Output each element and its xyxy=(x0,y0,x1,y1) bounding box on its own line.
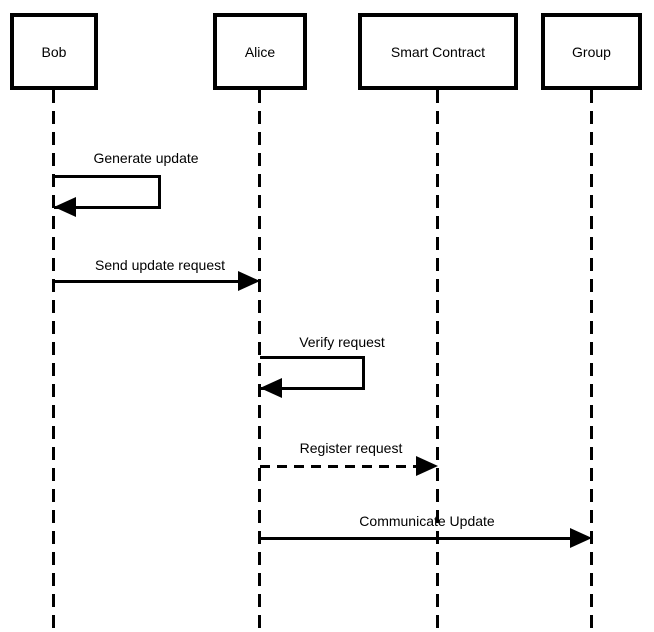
actor-box-group: Group xyxy=(541,13,642,90)
lifeline-bob xyxy=(52,90,55,632)
message-label-register-request: Register request xyxy=(299,440,403,456)
arrowhead-left-icon xyxy=(260,378,282,398)
message-line-alice-to-smart-contract xyxy=(260,465,418,468)
actor-label-group: Group xyxy=(572,43,611,60)
actor-box-smart-contract: Smart Contract xyxy=(358,13,518,90)
message-label-communicate-update: Communicate Update xyxy=(359,513,495,529)
arrowhead-right-icon xyxy=(570,528,592,548)
message-line-bob-to-alice xyxy=(54,280,242,283)
actor-label-smart-contract: Smart Contract xyxy=(390,43,486,60)
message-label-send-update-request: Send update request xyxy=(95,257,225,273)
message-line-alice-to-group xyxy=(260,537,572,540)
actor-box-bob: Bob xyxy=(10,13,98,90)
message-label-generate-update: Generate update xyxy=(93,150,199,166)
arrowhead-right-icon xyxy=(416,456,438,476)
actor-label-alice: Alice xyxy=(244,43,276,60)
actor-label-bob: Bob xyxy=(41,43,67,60)
lifeline-alice xyxy=(258,90,261,632)
actor-box-alice: Alice xyxy=(213,13,307,90)
lifeline-smart-contract xyxy=(436,90,439,632)
arrowhead-right-icon xyxy=(238,271,260,291)
arrowhead-left-icon xyxy=(54,197,76,217)
message-label-verify-request: Verify request xyxy=(299,334,385,350)
self-message-loop-alice xyxy=(260,356,365,390)
lifeline-group xyxy=(590,90,593,632)
self-message-loop-bob xyxy=(54,175,161,209)
